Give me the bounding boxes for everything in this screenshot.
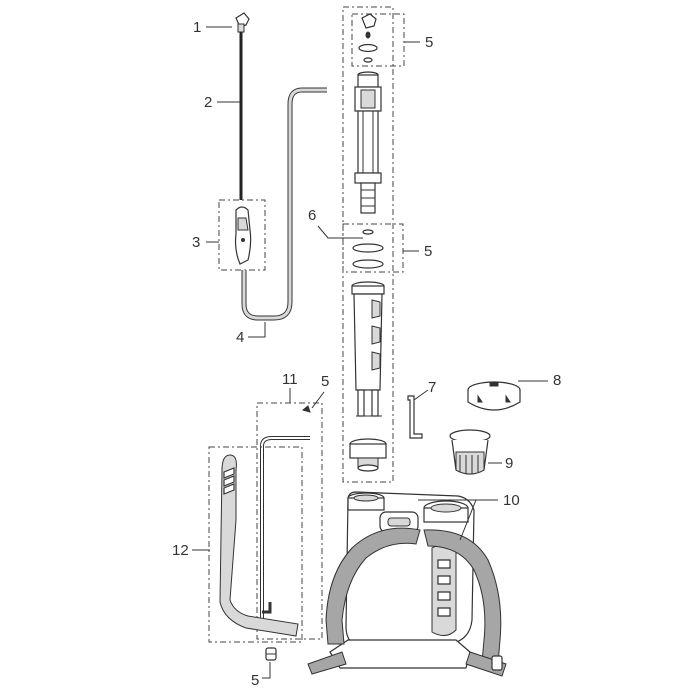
callout-11: 11 [282,371,298,388]
leader-6 [317,225,363,239]
part-10-tank [329,491,475,669]
callout-12: 12 [172,542,189,559]
part-12-handle [219,454,299,637]
part-7-bracket [407,395,423,439]
part-10-straps [307,527,507,677]
part-3-box [218,199,266,271]
wand-small-part [301,405,311,413]
leader-5-wand [311,391,325,409]
leader-4 [248,322,266,338]
seal-kit-top-box [351,13,405,67]
pump-cylinder [354,71,382,214]
callout-6: 6 [308,207,316,224]
callout-1: 1 [193,19,201,36]
part-1-nozzle [235,12,250,33]
callout-5-wand: 5 [321,373,329,390]
callout-9: 9 [505,455,513,472]
callout-5-bottom: 5 [251,672,259,689]
pump-barrel [351,281,385,417]
pump-base-fitting [349,438,387,472]
leader-7 [413,389,429,401]
seal-kit-mid-box [342,223,404,273]
seal-kit-top-parts [358,13,378,63]
part-4-hose [241,87,327,321]
seal-kit-mid-parts [352,229,384,269]
part-9-strainer [449,429,491,475]
callout-2: 2 [204,94,212,111]
callout-10: 10 [503,492,520,509]
leader-10b [459,499,477,541]
callout-5-top: 5 [425,34,433,51]
part-12-box [208,446,303,643]
part-8-cap [467,381,521,411]
pump-assembly-box [342,6,394,483]
part-4-hose-fill [242,88,327,320]
callout-5-mid: 5 [424,243,432,260]
callout-3: 3 [192,234,200,251]
callout-4: 4 [236,329,244,346]
callout-8: 8 [553,372,561,389]
callout-7: 7 [428,379,436,396]
part-3-handle [234,206,252,265]
part-11-wand [260,436,310,620]
leader-5-bottom [262,662,271,679]
bottom-small-part [265,647,277,661]
